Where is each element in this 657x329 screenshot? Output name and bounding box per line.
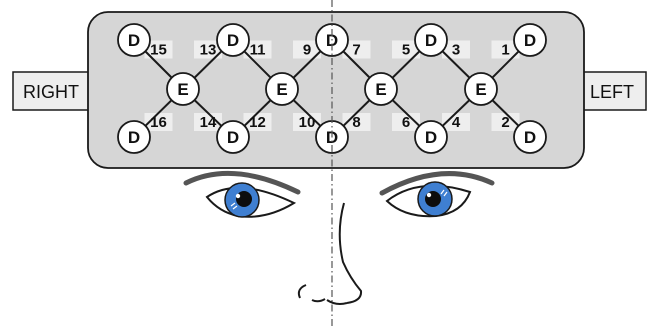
right-label: RIGHT <box>23 82 79 102</box>
detector-bottom-2: D <box>216 120 250 154</box>
left-eyebrow <box>379 171 495 196</box>
detector-top-2: D <box>216 23 250 57</box>
channel-number-14: 14 <box>200 114 217 131</box>
detector-top-1: D <box>117 23 151 57</box>
detector-letter: D <box>425 31 437 50</box>
detector-top-4: D <box>414 23 448 57</box>
channel-number-15: 15 <box>150 42 167 59</box>
channel-label-box-11 <box>243 40 272 59</box>
channel-number-16: 16 <box>150 114 167 131</box>
emitter-letter: E <box>276 80 287 99</box>
detector-bottom-4: D <box>414 120 448 154</box>
channel-number-3: 3 <box>452 42 460 59</box>
detector-bottom-5: D <box>513 120 547 154</box>
detector-letter: D <box>524 31 536 50</box>
channel-label-box-1 <box>491 40 520 59</box>
channel-label-box-13 <box>194 40 222 59</box>
emitter-4: E <box>464 72 498 106</box>
channel-label-box-7 <box>342 40 371 59</box>
detector-top-5: D <box>513 23 547 57</box>
channel-number-6: 6 <box>402 114 410 131</box>
channel-label-box-8 <box>342 113 371 131</box>
channel-label-box-3 <box>442 40 470 59</box>
channel-number-8: 8 <box>352 114 360 131</box>
detector-letter: D <box>227 128 239 147</box>
emitter-1: E <box>166 72 200 106</box>
channel-number-7: 7 <box>352 42 360 59</box>
emitter-letter: E <box>177 80 188 99</box>
channel-number-4: 4 <box>452 114 461 131</box>
emitter-2: E <box>265 72 299 106</box>
channel-label-box-9 <box>293 40 321 59</box>
emitter-3: E <box>364 72 398 106</box>
channel-label-box-2 <box>491 113 520 131</box>
channel-label-box-5 <box>392 40 420 59</box>
left-label: LEFT <box>590 82 634 102</box>
detector-letter: D <box>128 128 140 147</box>
emitter-letter: E <box>475 80 486 99</box>
channel-number-12: 12 <box>249 114 266 131</box>
detector-letter: D <box>128 31 140 50</box>
channel-label-box-4 <box>442 113 470 131</box>
channel-label-box-6 <box>392 113 420 131</box>
channel-label-box-10 <box>293 113 321 131</box>
emitter-letter: E <box>375 80 386 99</box>
channel-label-box-15 <box>144 40 173 59</box>
detector-letter: D <box>524 128 536 147</box>
detector-bottom-1: D <box>117 120 151 154</box>
channel-number-9: 9 <box>303 42 311 59</box>
detector-letter: D <box>227 31 239 50</box>
left-eye <box>385 181 472 218</box>
channel-label-box-16 <box>144 113 173 131</box>
right-tab: RIGHT <box>12 71 90 111</box>
channel-number-2: 2 <box>501 114 509 131</box>
right-eye <box>205 182 297 218</box>
detector-letter: D <box>425 128 437 147</box>
channel-label-box-12 <box>243 113 272 131</box>
channel-label-box-14 <box>194 113 222 131</box>
left-tab: LEFT <box>577 71 647 111</box>
nose <box>297 202 363 305</box>
channel-number-13: 13 <box>200 42 217 59</box>
channel-number-5: 5 <box>402 42 410 59</box>
channel-number-11: 11 <box>250 42 266 59</box>
channel-number-1: 1 <box>501 42 509 59</box>
channel-number-10: 10 <box>299 114 316 131</box>
channel-label-boxes <box>144 40 520 131</box>
right-eyebrow <box>183 170 301 195</box>
